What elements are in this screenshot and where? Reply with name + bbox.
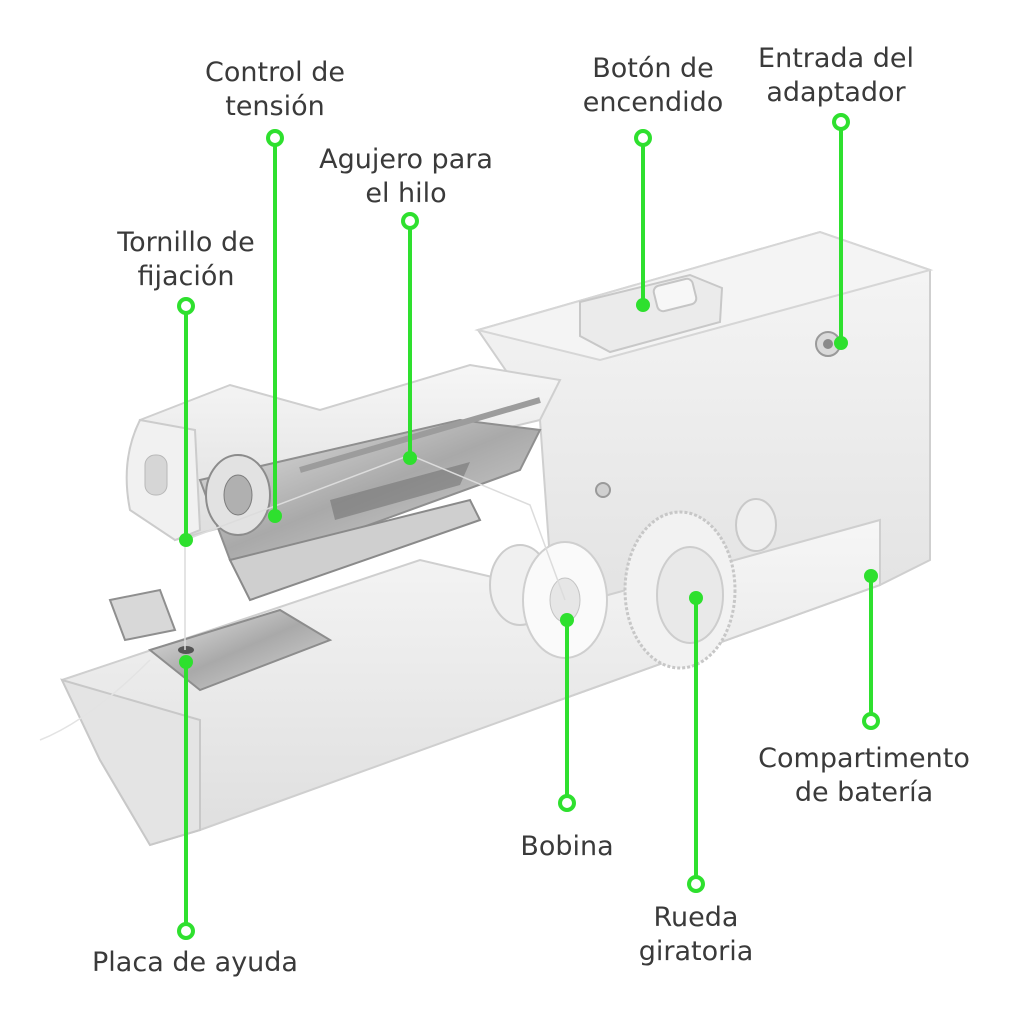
label-help-plate: Placa de ayuda xyxy=(92,946,298,980)
side-screw xyxy=(595,482,611,498)
dot-fixing-screw xyxy=(179,533,193,547)
presser-foot xyxy=(108,588,177,642)
small-round-button xyxy=(735,498,777,552)
label-adapter-input: Entrada del adaptador xyxy=(758,42,914,110)
leader-target-dots xyxy=(179,298,878,669)
label-battery-compartment-line1: Compartimento xyxy=(758,743,970,774)
label-adapter-input-line2: adaptador xyxy=(766,77,906,108)
base-front-face xyxy=(60,678,201,847)
tension-spool-core xyxy=(223,474,253,516)
label-help-plate-line1: Placa de ayuda xyxy=(92,947,298,978)
mechanism-slot xyxy=(330,462,470,520)
arm-slot xyxy=(144,454,168,496)
label-tension-control: Control de tensión xyxy=(205,56,345,124)
adapter-jack-hole xyxy=(823,339,833,349)
endpoint-fixing-screw-top xyxy=(177,297,195,315)
label-tension-control-line1: Control de xyxy=(205,57,345,88)
label-adapter-input-line1: Entrada del xyxy=(758,43,914,74)
label-fixing-screw-line1: Tornillo de xyxy=(117,227,255,258)
dot-help-plate xyxy=(179,655,193,669)
loose-thread xyxy=(39,659,151,741)
dot-thread-hole xyxy=(403,451,417,465)
leader-lines xyxy=(184,122,873,931)
dot-power-button xyxy=(636,298,650,312)
label-tension-control-line2: tensión xyxy=(225,91,325,122)
leader-endpoints xyxy=(177,113,880,940)
label-bobbin: Bobina xyxy=(520,830,613,864)
endpoint-thread-hole-top xyxy=(401,212,419,230)
label-fixing-screw: Tornillo de fijación xyxy=(117,226,255,294)
dot-battery-compartment xyxy=(864,569,878,583)
dot-rotary-wheel xyxy=(689,591,703,605)
label-fixing-screw-line2: fijación xyxy=(137,261,235,292)
label-bobbin-line1: Bobina xyxy=(520,831,614,862)
dot-tension-control xyxy=(268,509,282,523)
thread-guide xyxy=(299,397,541,473)
needle-plate xyxy=(147,608,333,692)
endpoint-rotary-wheel-bottom xyxy=(687,875,705,893)
endpoint-adapter-input-top xyxy=(832,113,850,131)
label-rotary-wheel-line1: Rueda xyxy=(653,902,739,933)
label-battery-compartment: Compartimento de batería xyxy=(758,742,970,810)
label-rotary-wheel: Rueda giratoria xyxy=(639,901,754,969)
endpoint-bobbin-bottom xyxy=(558,794,576,812)
power-switch-slider xyxy=(652,277,698,313)
dot-bobbin xyxy=(560,613,574,627)
label-thread-hole: Agujero para el hilo xyxy=(319,143,493,211)
label-battery-compartment-line2: de batería xyxy=(794,777,934,808)
label-thread-hole-line2: el hilo xyxy=(365,178,447,209)
endpoint-power-button-top xyxy=(634,129,652,147)
dot-adapter-input xyxy=(834,336,848,350)
label-rotary-wheel-line2: giratoria xyxy=(638,936,754,967)
label-thread-hole-line1: Agujero para xyxy=(319,144,493,175)
endpoint-battery-compartment-bottom xyxy=(862,712,880,730)
endpoint-tension-control-top xyxy=(266,129,284,147)
label-power-button-line1: Botón de xyxy=(592,53,714,84)
label-power-button: Botón de encendido xyxy=(583,52,724,120)
needle-hole xyxy=(178,646,194,654)
label-power-button-line2: encendido xyxy=(582,87,724,118)
thread-line xyxy=(184,454,566,650)
presser-arm xyxy=(228,498,482,602)
endpoint-help-plate-bottom xyxy=(177,922,195,940)
